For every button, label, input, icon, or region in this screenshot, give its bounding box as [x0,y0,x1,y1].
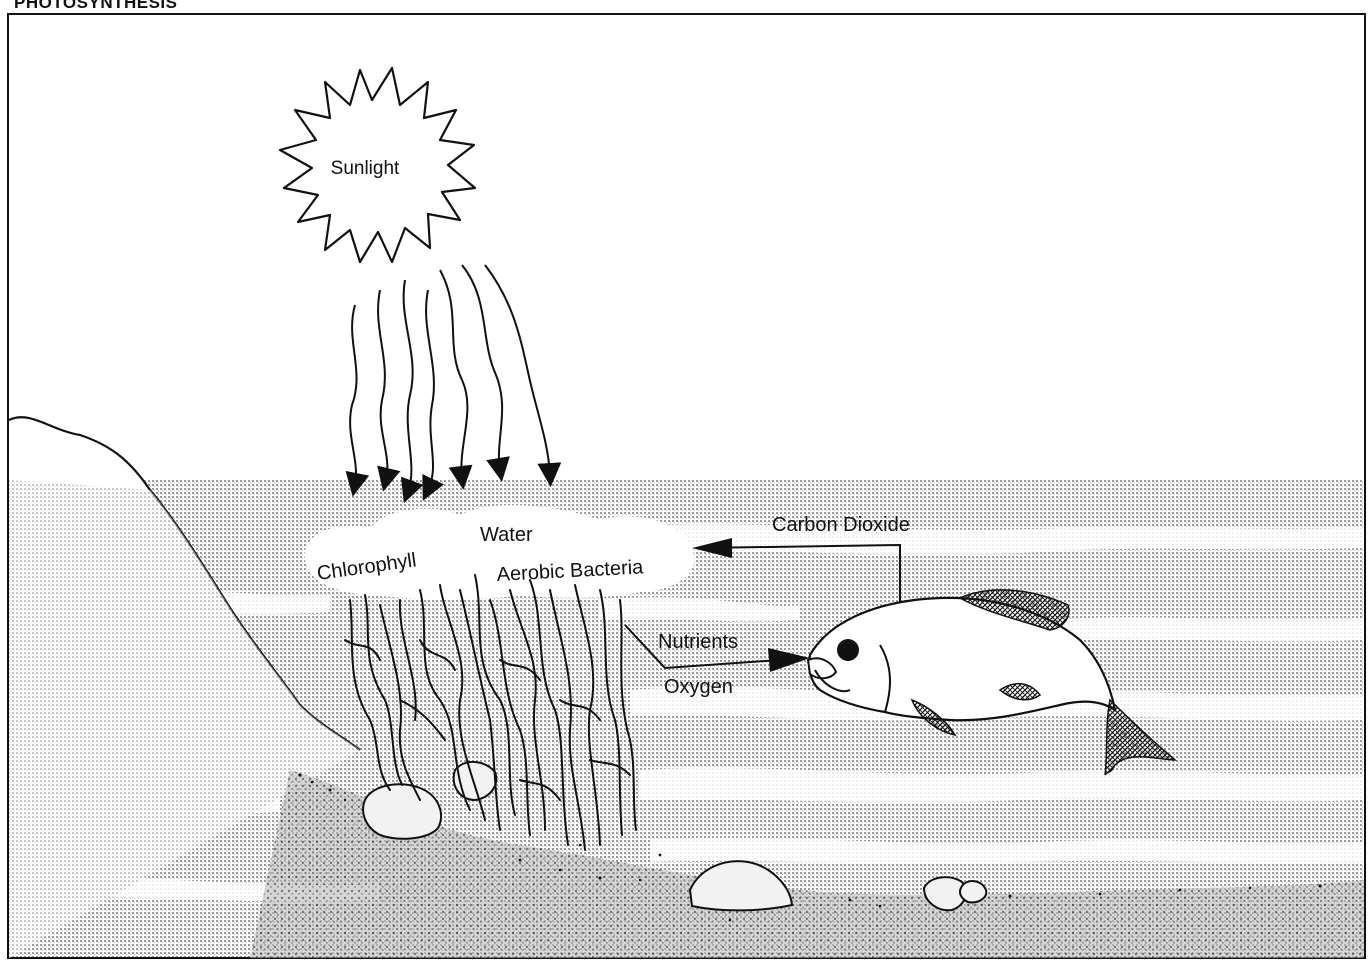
sun-ray-4 [426,290,434,490]
sun-ray-3 [404,280,413,492]
sun-icon: Sunlight [280,68,475,262]
sun-ray-5 [440,270,467,478]
sun-ray-2 [378,290,387,480]
sunlight-rays [350,265,550,492]
sun-ray-1 [350,305,356,485]
carbon-dioxide-label: Carbon Dioxide [772,514,910,536]
water-label: Water [480,524,533,546]
sunlight-label: Sunlight [331,158,400,179]
oxygen-label: Oxygen [664,676,733,698]
nutrients-label: Nutrients [658,631,738,653]
sun-ray-6 [462,265,502,470]
